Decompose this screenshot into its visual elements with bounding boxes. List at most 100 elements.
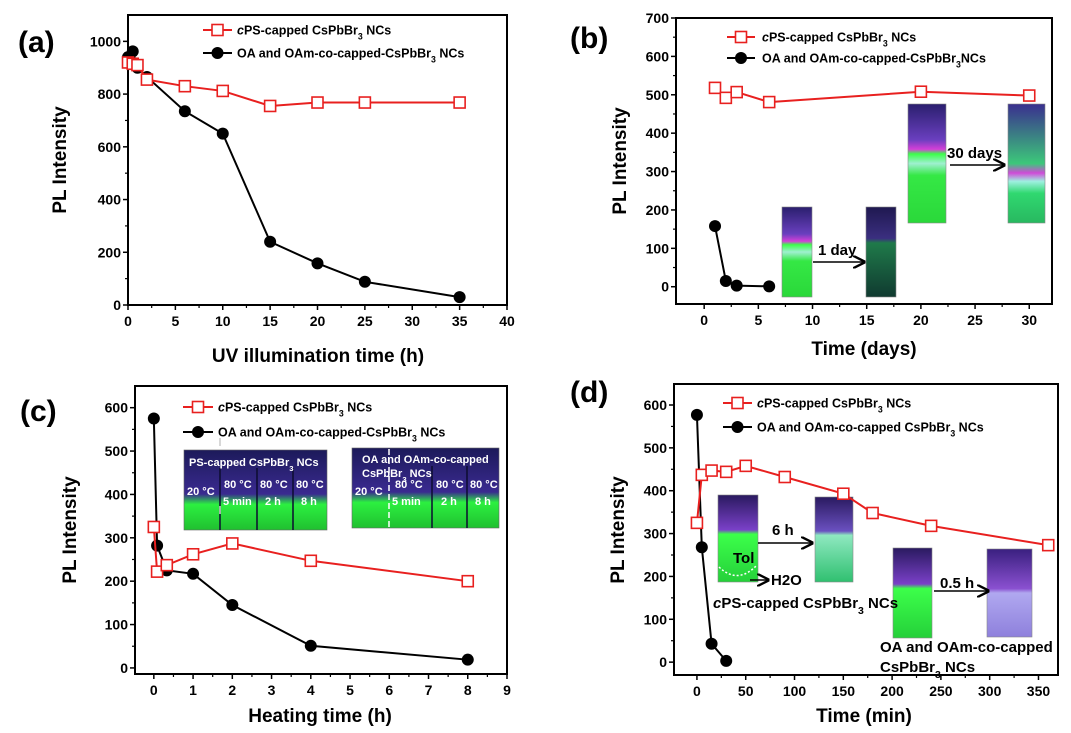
vial-photo (907, 103, 947, 224)
data-point (264, 235, 277, 248)
series-cps-capped (708, 81, 1036, 109)
data-point (914, 85, 928, 99)
annotation-label: 1 day (818, 242, 857, 259)
x-tick-label: 15 (262, 313, 278, 329)
legend-label: cPS-capped CsPbBr3 NCs (218, 401, 372, 419)
panel-label: (b) (570, 22, 608, 55)
vial-photo (986, 548, 1033, 638)
chart-panel-b (671, 17, 1053, 309)
x-tick-label: 10 (215, 313, 231, 329)
annotation-label: 5 min (223, 496, 252, 508)
x-tick-label: 30 (1021, 312, 1037, 328)
data-point (147, 412, 160, 425)
annotation-label: 80 °C (260, 479, 288, 491)
annotation-label: 20 °C (355, 486, 383, 498)
x-tick-label: 30 (404, 313, 420, 329)
x-axis-label: Time (min) (816, 706, 912, 727)
y-tick-label: 400 (105, 486, 129, 502)
y-tick-label: 0 (120, 660, 128, 676)
data-point (304, 554, 318, 568)
x-tick-label: 20 (310, 313, 326, 329)
annotation-label: 5 min (392, 496, 421, 508)
inset-photo (183, 449, 328, 531)
y-tick-label: 400 (98, 192, 122, 208)
annotation-label: 8 h (475, 496, 491, 508)
data-point (178, 105, 191, 118)
data-point (720, 654, 733, 667)
series-line (127, 49, 460, 299)
annotation-label: Tol (733, 550, 754, 567)
data-point (461, 653, 474, 666)
x-tick-label: 250 (929, 683, 953, 699)
data-point (453, 96, 466, 109)
data-point (263, 99, 277, 113)
x-tick-label: 40 (499, 313, 515, 329)
series-cps-capped (690, 459, 1055, 552)
vial-photo (892, 547, 933, 639)
annotation-label: 8 h (301, 496, 317, 508)
y-tick-label: 600 (98, 139, 122, 155)
data-point (924, 519, 938, 533)
annotation-label: CsPbBr3 NCs (362, 468, 432, 484)
legend-marker (731, 396, 744, 410)
x-tick-label: 200 (880, 683, 904, 699)
x-tick-label: 100 (783, 683, 807, 699)
annotation-label: 2 h (265, 496, 281, 508)
y-tick-label: 200 (105, 573, 129, 589)
x-tick-label: 7 (425, 682, 433, 698)
x-tick-label: 6 (385, 682, 393, 698)
chart-panel-a (121, 14, 508, 310)
legend-label: cPS-capped CsPbBr3 NCs (757, 397, 911, 415)
chart-panel-c (130, 385, 508, 679)
legend-marker (211, 47, 224, 59)
y-tick-label: 500 (105, 443, 129, 459)
x-tick-label: 1 (189, 682, 197, 698)
y-tick-label: 0 (659, 654, 667, 670)
annotation-label: 80 °C (224, 479, 252, 491)
panel-label: (a) (18, 26, 55, 59)
annotation-label: 80 °C (436, 479, 464, 491)
panel-label: (c) (20, 395, 57, 428)
y-tick-label: 800 (98, 86, 122, 102)
y-tick-label: 500 (644, 440, 668, 456)
y-axis-label: PL Intensity (60, 476, 81, 584)
data-point (187, 567, 200, 580)
x-tick-label: 150 (832, 683, 856, 699)
x-tick-label: 8 (464, 682, 472, 698)
x-tick-label: 25 (357, 313, 373, 329)
data-point (762, 95, 776, 109)
x-axis-label: Time (days) (811, 339, 916, 360)
data-point (708, 81, 722, 95)
annotation-label: OA and OAm-co-capped (880, 639, 1053, 656)
vial-photo (865, 206, 897, 298)
series-cps-capped (121, 56, 466, 113)
data-point (226, 599, 239, 612)
x-tick-label: 25 (967, 312, 983, 328)
x-tick-label: 35 (452, 313, 468, 329)
y-tick-label: 100 (644, 611, 668, 627)
data-point (730, 85, 743, 99)
data-point (866, 506, 879, 520)
plot-frame (675, 17, 1053, 305)
y-tick-label: 100 (105, 617, 129, 633)
data-point (151, 539, 164, 552)
x-tick-label: 5 (346, 682, 354, 698)
y-tick-label: 600 (105, 400, 129, 416)
y-tick-label: 200 (644, 568, 668, 584)
data-point (358, 96, 372, 109)
data-point (690, 408, 703, 421)
y-tick-label: 300 (105, 530, 129, 546)
x-tick-label: 50 (738, 683, 754, 699)
data-point (719, 274, 732, 287)
data-point (719, 91, 733, 105)
data-point (461, 574, 475, 588)
data-point (216, 127, 229, 140)
y-tick-label: 700 (646, 10, 670, 26)
data-point (140, 73, 154, 86)
y-tick-label: 0 (661, 279, 669, 295)
vial-photo (1007, 103, 1046, 224)
legend-label: OA and OAm-co-capped-CsPbBr3NCs (762, 52, 986, 70)
data-point (705, 464, 718, 477)
annotation-label: 0.5 h (940, 575, 974, 592)
annotation-label: 2 h (441, 496, 457, 508)
